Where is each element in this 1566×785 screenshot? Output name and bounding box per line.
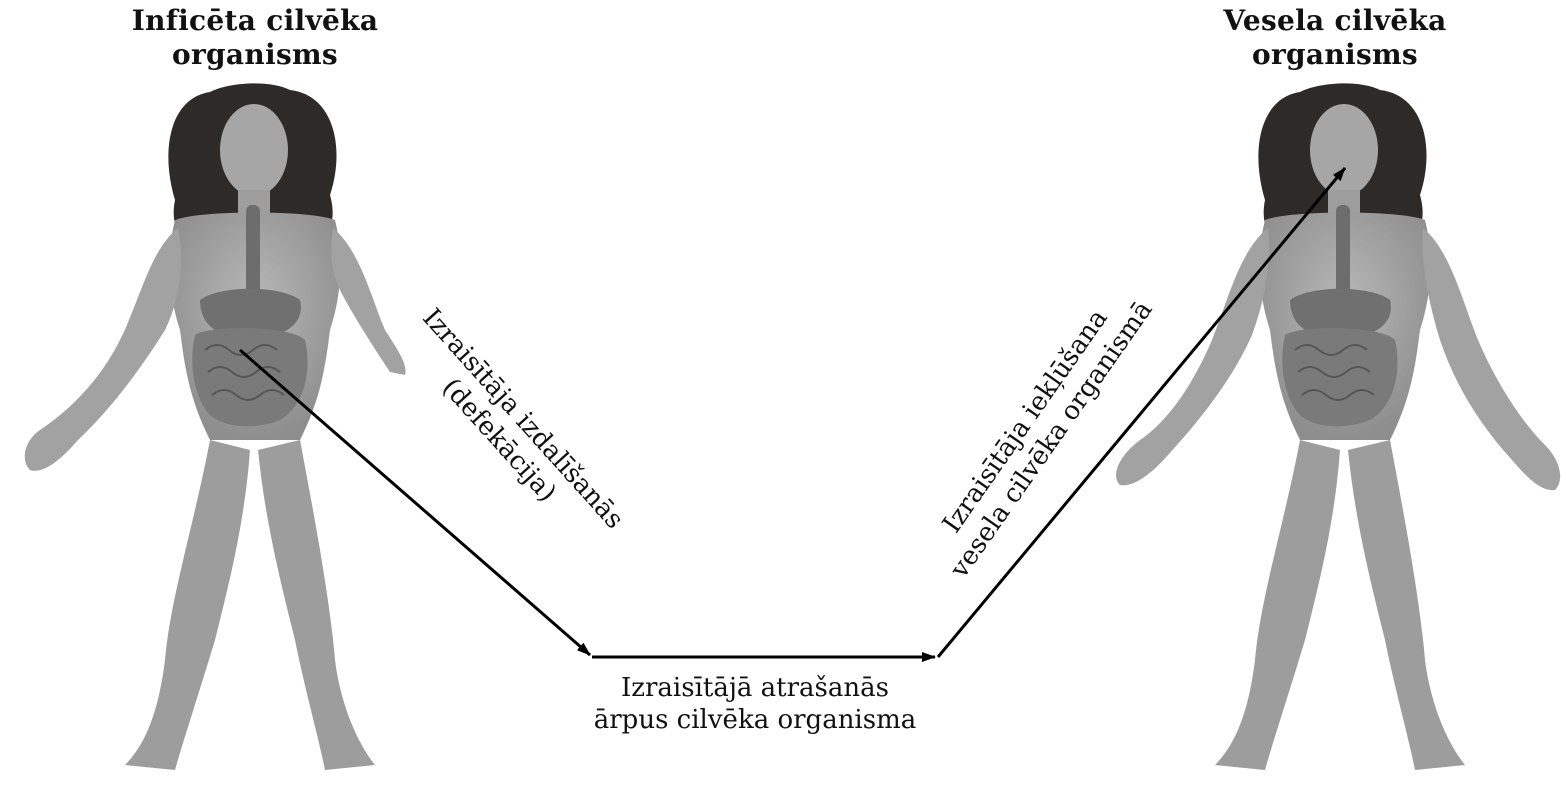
left-arm-shape — [24, 228, 182, 471]
intestines-shape — [192, 328, 308, 427]
infected-organism-title: Inficēta cilvēka organisms — [100, 4, 410, 72]
right-arm-shape — [331, 228, 406, 375]
entry-arrow — [936, 167, 1347, 658]
stomach-shape — [1290, 288, 1391, 339]
head-shape — [220, 104, 288, 196]
right-leg-shape — [258, 440, 375, 770]
healthy-organism-title: Vesela cilvēka organisms — [1180, 4, 1490, 72]
environment-label-line2: ārpus cilvēka organisma — [593, 705, 917, 735]
infected-title-line1: Inficēta cilvēka — [131, 4, 379, 37]
intestines-shape — [1282, 328, 1398, 427]
healthy-title-line2: organisms — [1252, 38, 1418, 71]
left-arm-shape — [1116, 228, 1270, 486]
infected-person-figure — [24, 83, 406, 770]
infected-title-line2: organisms — [172, 38, 338, 71]
environment-label: Izraisītājā atrašanās ārpus cilvēka orga… — [520, 672, 990, 736]
healthy-person-figure — [1116, 83, 1561, 770]
stomach-shape — [200, 288, 301, 339]
intestines-detail — [204, 344, 285, 401]
left-leg-shape — [125, 440, 250, 770]
excretion-arrow — [239, 348, 591, 657]
healthy-title-line1: Vesela cilvēka — [1223, 4, 1447, 37]
left-leg-shape — [1215, 440, 1340, 770]
right-arm-shape — [1422, 228, 1561, 491]
intestines-detail — [1294, 344, 1375, 401]
esophagus-shape — [246, 205, 260, 300]
esophagus-shape — [1336, 205, 1350, 300]
head-shape — [1310, 104, 1378, 196]
right-leg-shape — [1348, 440, 1465, 770]
environment-label-line1: Izraisītājā atrašanās — [621, 673, 889, 703]
